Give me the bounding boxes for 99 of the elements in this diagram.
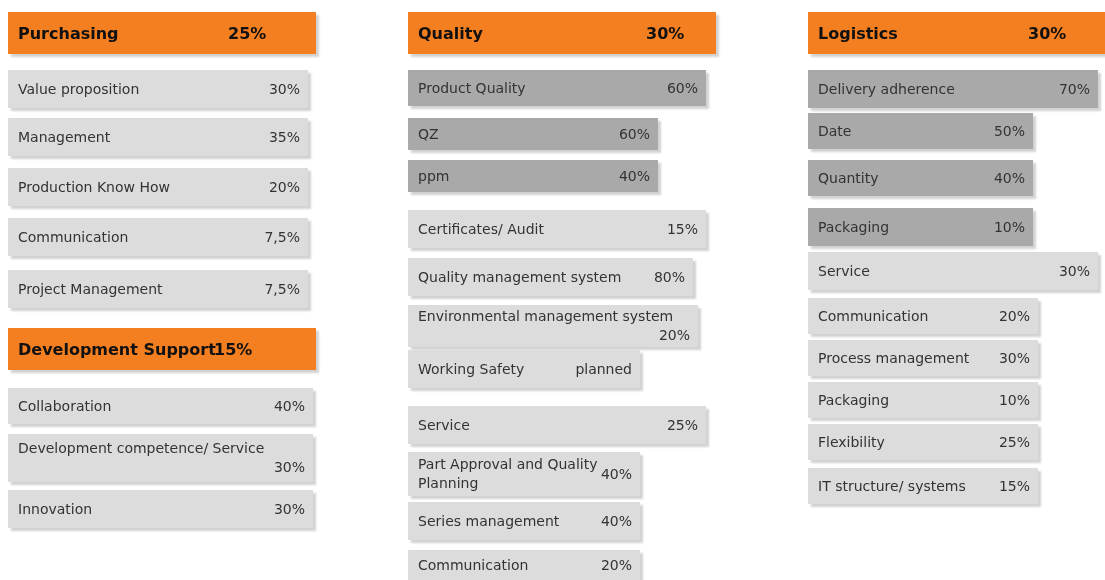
criterion-label: Product Quality [418, 78, 526, 98]
weight-label: 7,5% [264, 229, 300, 245]
criterion-bar [408, 452, 640, 496]
criterion-bar [808, 468, 1038, 504]
criterion-label: Service [818, 261, 870, 281]
criterion-bar [408, 160, 658, 192]
criterion-label: Flexibility [818, 432, 885, 452]
criterion-bar [808, 424, 1038, 460]
criterion-bar [408, 406, 706, 444]
criterion-label: Project Management [18, 279, 163, 299]
criterion-label: Delivery adherence [818, 79, 955, 99]
criterion-label: Management [18, 127, 111, 147]
criterion-label: Innovation [18, 499, 93, 519]
criterion-label: Quality management system [418, 267, 622, 287]
criterion-bar [408, 350, 640, 388]
category-title: Logistics [818, 23, 898, 43]
weight-label: 20% [658, 326, 690, 345]
weight-label: 15% [214, 339, 253, 359]
weight-label: planned [575, 361, 632, 377]
weight-label: 60% [666, 80, 698, 96]
criterion-bar [8, 218, 308, 256]
criterion-label: Communication [818, 306, 929, 326]
criterion-bar [8, 270, 308, 308]
weight-label: 25% [998, 434, 1030, 450]
criterion-label: Communication [18, 227, 129, 247]
criterion-bar [808, 160, 1033, 196]
category-title: Development Support [18, 339, 216, 359]
criterion-bar [808, 252, 1098, 290]
weight-label: 25% [228, 23, 267, 43]
weight-label: 60% [618, 126, 650, 142]
weight-label: 40% [993, 170, 1025, 186]
criterion-label: Series management [418, 511, 560, 531]
criterion-label: Quantity [818, 168, 879, 188]
weight-label: 40% [600, 466, 632, 482]
criterion-bar [8, 70, 308, 108]
criterion-label: Date [818, 121, 852, 141]
weight-label: 15% [998, 478, 1030, 494]
category-header-bar [8, 328, 316, 370]
weight-label: 40% [618, 168, 650, 184]
criterion-bar [808, 382, 1038, 418]
criterion-bar [808, 113, 1033, 149]
weight-label: 20% [600, 557, 632, 573]
weight-label: 10% [993, 219, 1025, 235]
criterion-bar [8, 490, 313, 528]
weight-label: 30% [273, 458, 305, 477]
criterion-bar [8, 434, 313, 482]
criterion-bar [808, 298, 1038, 334]
criterion-label: ppm [418, 166, 450, 186]
criterion-label: Packaging [818, 390, 890, 410]
category-header-bar [8, 12, 316, 54]
criterion-label: QZ [418, 124, 439, 144]
weight-label: 40% [273, 398, 305, 414]
criterion-label: Value proposition [18, 79, 140, 99]
criterion-bar [808, 340, 1038, 376]
criterion-bar [408, 550, 640, 580]
criterion-bar [408, 118, 658, 150]
criterion-label: Working Safety [418, 359, 525, 379]
weight-label: 25% [666, 417, 698, 433]
criterion-bar [408, 258, 693, 296]
criterion-label: Production Know How [18, 177, 170, 197]
criterion-label: Certificates/ Audit [418, 219, 544, 239]
weight-label: 20% [268, 179, 300, 195]
criterion-bar [8, 388, 313, 424]
weight-label: 30% [998, 350, 1030, 366]
criterion-bar [8, 168, 308, 206]
weight-label: 70% [1058, 81, 1090, 97]
criterion-label: Part Approval and Quality Planning [418, 455, 599, 493]
criterion-label: Development competence/ Service [18, 439, 266, 458]
weight-label: 30% [646, 23, 685, 43]
criterion-label: IT structure/ systems [818, 476, 966, 496]
weight-label: 10% [998, 392, 1030, 408]
criterion-label: Service [418, 415, 470, 435]
weight-label: 35% [268, 129, 300, 145]
weight-label: 30% [1028, 23, 1067, 43]
weight-label: 7,5% [264, 281, 300, 297]
criterion-bar [408, 210, 706, 248]
criterion-label: Packaging [818, 217, 890, 237]
weight-label: 30% [273, 501, 305, 517]
category-title: Quality [418, 23, 483, 43]
criterion-label: Communication [418, 555, 529, 575]
weight-label: 30% [268, 81, 300, 97]
criterion-bar [808, 70, 1098, 108]
criterion-bar [8, 118, 308, 156]
weight-label: 20% [998, 308, 1030, 324]
weight-label: 15% [666, 221, 698, 237]
category-title: Purchasing [18, 23, 119, 43]
criterion-label: Collaboration [18, 396, 112, 416]
category-header-bar [408, 12, 716, 54]
criterion-bar [808, 208, 1033, 246]
weight-label: 80% [653, 269, 685, 285]
criterion-label: Process management [818, 348, 970, 368]
criterion-bar [408, 305, 698, 347]
criterion-label: Environmental management system [418, 307, 675, 326]
weight-label: 40% [600, 513, 632, 529]
weight-label: 30% [1058, 263, 1090, 279]
criterion-bar [408, 70, 706, 106]
weight-label: 50% [993, 123, 1025, 139]
category-header-bar [808, 12, 1105, 54]
criterion-bar [408, 502, 640, 540]
